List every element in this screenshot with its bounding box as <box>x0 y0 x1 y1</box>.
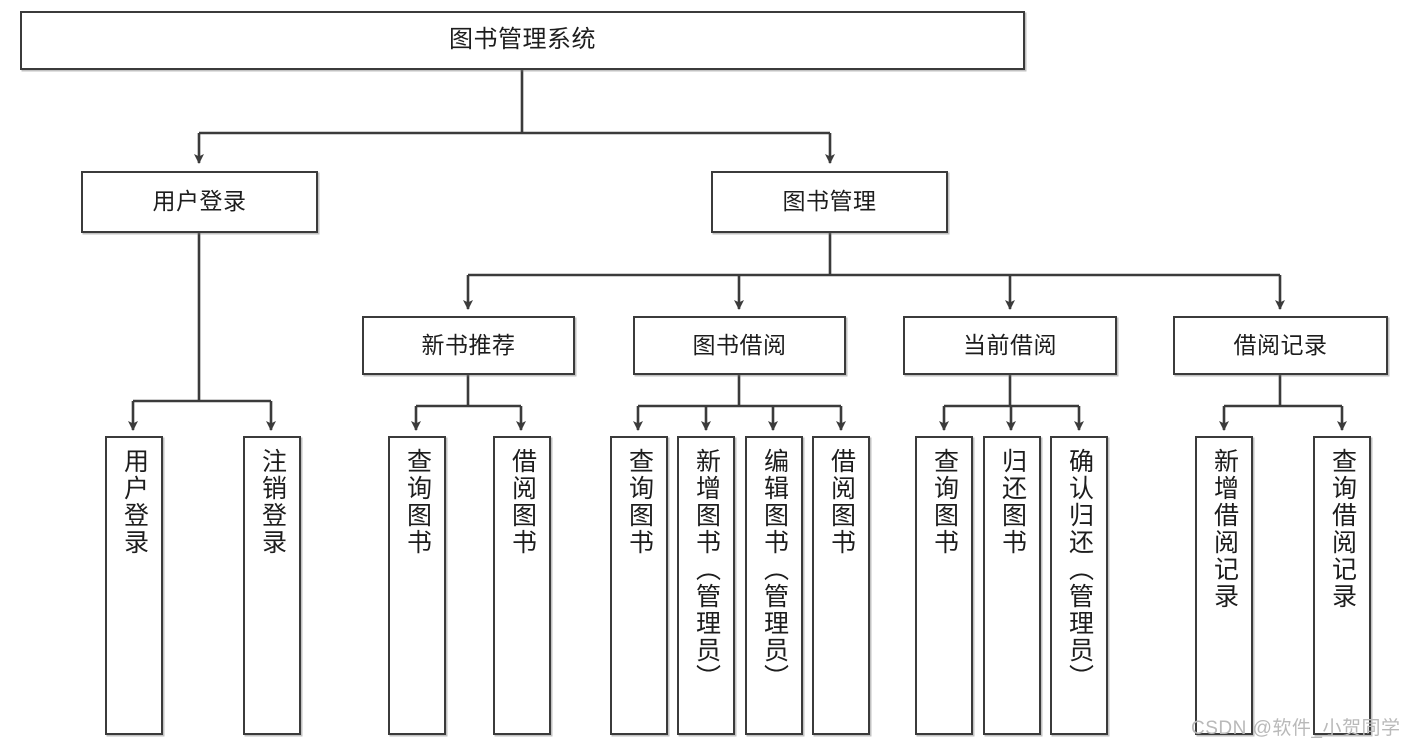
node-label: 归还图书 <box>998 448 1027 556</box>
leaf-book-borrow-borrow-book[interactable]: 借阅图书 <box>812 436 870 735</box>
node-label: 用户登录 <box>152 188 247 215</box>
leaf-current-borrow-query-book[interactable]: 查询图书 <box>915 436 973 735</box>
leaf-borrow-record-add-record[interactable]: 新增借阅记录 <box>1195 436 1253 735</box>
node-label: 用户登录 <box>120 448 149 556</box>
node-label: 图书管理系统 <box>449 26 596 54</box>
node-label: 新增借阅记录 <box>1210 448 1239 610</box>
node-label: 新书推荐 <box>421 331 516 358</box>
leaf-borrow-record-query-record[interactable]: 查询借阅记录 <box>1313 436 1371 735</box>
node-borrow-record[interactable]: 借阅记录 <box>1173 316 1388 375</box>
leaf-user-login-logout[interactable]: 注销登录 <box>243 436 301 735</box>
node-label: 新增图书（管理员） <box>692 448 721 691</box>
node-label: 当前借阅 <box>963 331 1057 358</box>
watermark-text: CSDN @软件_小贺同学 <box>1191 718 1401 739</box>
node-label: 借阅图书 <box>827 448 856 556</box>
node-label: 借阅图书 <box>508 448 537 556</box>
node-label: 查询借阅记录 <box>1328 448 1357 610</box>
node-current-borrow[interactable]: 当前借阅 <box>903 316 1117 375</box>
node-root-book-management-system[interactable]: 图书管理系统 <box>20 11 1025 70</box>
leaf-book-borrow-query-book[interactable]: 查询图书 <box>610 436 668 735</box>
leaf-current-borrow-return-book[interactable]: 归还图书 <box>983 436 1041 735</box>
node-label: 图书借阅 <box>692 331 787 358</box>
node-label: 确认归还（管理员） <box>1065 448 1094 691</box>
node-label: 借阅记录 <box>1233 331 1328 358</box>
node-label: 编辑图书（管理员） <box>760 448 789 691</box>
leaf-current-borrow-confirm-return-admin[interactable]: 确认归还（管理员） <box>1050 436 1108 735</box>
leaf-book-borrow-add-book-admin[interactable]: 新增图书（管理员） <box>677 436 735 735</box>
node-label: 查询图书 <box>930 448 959 556</box>
node-new-book-recommend[interactable]: 新书推荐 <box>362 316 575 375</box>
node-label: 图书管理 <box>782 188 877 215</box>
leaf-book-borrow-edit-book-admin[interactable]: 编辑图书（管理员） <box>745 436 803 735</box>
node-book-borrow[interactable]: 图书借阅 <box>633 316 846 375</box>
node-label: 查询图书 <box>625 448 654 556</box>
leaf-new-book-query-book[interactable]: 查询图书 <box>388 436 446 735</box>
node-label: 注销登录 <box>258 448 287 556</box>
node-label: 查询图书 <box>403 448 432 556</box>
node-user-login[interactable]: 用户登录 <box>81 171 318 233</box>
leaf-new-book-borrow-book[interactable]: 借阅图书 <box>493 436 551 735</box>
leaf-user-login-login[interactable]: 用户登录 <box>105 436 163 735</box>
node-book-management[interactable]: 图书管理 <box>711 171 948 233</box>
